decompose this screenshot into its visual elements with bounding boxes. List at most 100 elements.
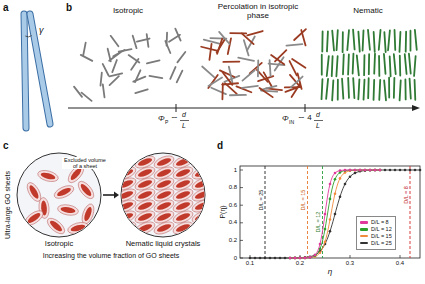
data-marker: [329, 198, 332, 201]
rod: [405, 32, 407, 52]
data-marker: [304, 257, 307, 260]
rod: [301, 30, 305, 45]
data-marker: [344, 169, 347, 172]
data-marker: [374, 169, 377, 172]
rod: [259, 88, 272, 97]
rod: [389, 56, 392, 76]
go-sheet: [26, 211, 41, 224]
legend-box: D/L = 8D/L = 12D/L = 15D/L = 25: [356, 216, 396, 250]
tick-label: 0.2: [229, 237, 237, 244]
rod: [352, 54, 355, 74]
rod: [337, 30, 338, 50]
rod: [410, 79, 411, 99]
rod: [347, 30, 349, 50]
legend-text: D/L = 12: [371, 226, 392, 233]
legend-row: D/L = 12: [360, 226, 392, 233]
rod: [373, 80, 375, 100]
rod: [405, 54, 407, 74]
rod-pair: [24, 14, 50, 128]
data-marker: [339, 195, 342, 198]
data-marker: [364, 169, 367, 172]
data-marker: [379, 169, 382, 172]
math-symbol: Φ: [282, 115, 289, 124]
excluded-volume: [57, 203, 79, 216]
data-marker: [254, 257, 257, 260]
data-marker: [324, 228, 327, 231]
tick-label: 0.4: [396, 260, 404, 267]
rod: [208, 77, 222, 85]
go-sheet: [194, 223, 206, 234]
rod: [149, 76, 162, 78]
sheet-group: [23, 163, 97, 237]
phase-circle: Nematic liquid crystals: [120, 152, 206, 249]
rod: [368, 30, 370, 50]
data-marker: [369, 169, 372, 172]
go-sheet: [137, 157, 153, 168]
tick-label: 0.3: [346, 260, 354, 267]
data-marker: [274, 257, 277, 260]
rod: [119, 49, 132, 52]
data-marker: [309, 256, 312, 259]
callout-label: Excluded volume of a sheet: [62, 157, 108, 169]
sheet-group: [120, 153, 206, 236]
data-marker: [304, 257, 307, 260]
data-marker: [294, 257, 297, 260]
rod: [394, 30, 397, 50]
go-sheet: [175, 168, 191, 179]
go-sheet: [120, 157, 134, 168]
rod: [286, 44, 302, 46]
data-marker: [304, 257, 307, 260]
rod: [238, 58, 254, 61]
data-marker: [399, 169, 402, 172]
rod: [291, 77, 303, 88]
rod: [414, 80, 417, 100]
axis-title: η: [328, 268, 332, 277]
rod: [327, 56, 329, 76]
rod: [217, 39, 222, 54]
go-sheet: [194, 212, 206, 223]
fraction-denominator: L: [316, 122, 320, 130]
data-marker: [374, 169, 377, 172]
data-marker: [374, 169, 377, 172]
data-marker: [319, 251, 322, 254]
rod: [82, 93, 92, 101]
go-sheet: [120, 223, 134, 234]
data-marker: [289, 257, 292, 260]
go-sheet: [156, 168, 172, 179]
legend-row: D/L = 8: [360, 219, 392, 226]
excluded-volume: [45, 215, 68, 236]
data-marker: [394, 169, 397, 172]
rod: [257, 60, 259, 76]
go-sheet: [194, 157, 206, 168]
data-marker: [334, 172, 337, 175]
rod: [353, 78, 354, 98]
rod: [394, 54, 396, 74]
data-marker: [304, 256, 307, 259]
transition-arrow: [103, 192, 119, 199]
rod: [242, 86, 258, 88]
data-marker: [364, 169, 367, 172]
go-sheet: [175, 223, 191, 234]
phase-label: Nematic liquid crystals: [120, 240, 206, 249]
rod: [326, 31, 329, 51]
rod: [135, 89, 147, 93]
go-sheet: [70, 223, 86, 232]
rod: [379, 30, 381, 50]
go-sheet: [156, 190, 172, 201]
data-marker: [354, 169, 357, 172]
rod: [336, 56, 337, 76]
data-marker: [309, 256, 312, 259]
go-sheet: [120, 190, 134, 201]
data-marker: [349, 169, 352, 172]
rod: [358, 32, 359, 52]
data-marker: [344, 169, 347, 172]
data-marker: [364, 169, 367, 172]
legend-text: D/L = 8: [371, 219, 389, 226]
rod: [275, 50, 286, 61]
arrow-shaft: [103, 194, 114, 196]
data-marker: [324, 213, 327, 216]
rod: [388, 30, 390, 50]
data-marker: [334, 213, 337, 216]
data-marker: [314, 254, 317, 257]
